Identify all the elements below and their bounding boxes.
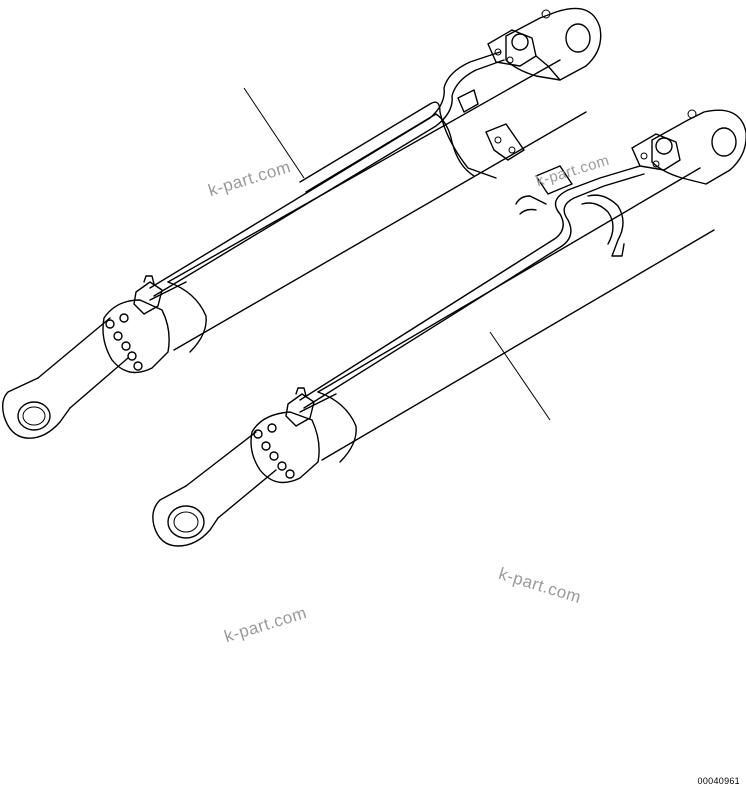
right-eye-hole [167, 505, 205, 539]
drawing-code: 00040961 [697, 776, 740, 786]
left-eye-hole [17, 401, 51, 431]
left-head-pin-hole [565, 23, 591, 53]
left-head-clevis [505, 7, 602, 81]
right-gland-port [285, 387, 315, 427]
left-cylinder [1, 7, 602, 439]
right-tube-bracket [535, 165, 573, 195]
left-barrel [167, 59, 587, 351]
left-flange-bolts [105, 313, 143, 371]
right-rod-eye [152, 485, 219, 547]
left-gland-flange [102, 299, 170, 374]
left-tube-bracket [457, 89, 525, 161]
right-gland-flange [250, 411, 320, 484]
leader-line-left [243, 87, 305, 179]
left-rod-eye [1, 377, 71, 439]
right-tube [299, 165, 641, 401]
right-head-clevis [651, 109, 746, 185]
right-clamp-band [587, 194, 625, 257]
left-gland-port [133, 275, 163, 315]
right-flange-bolts [253, 423, 295, 479]
right-cylinder [152, 109, 746, 547]
right-head-pin-hole [711, 127, 737, 157]
leader-line-right [489, 331, 551, 421]
left-tube [149, 51, 501, 289]
